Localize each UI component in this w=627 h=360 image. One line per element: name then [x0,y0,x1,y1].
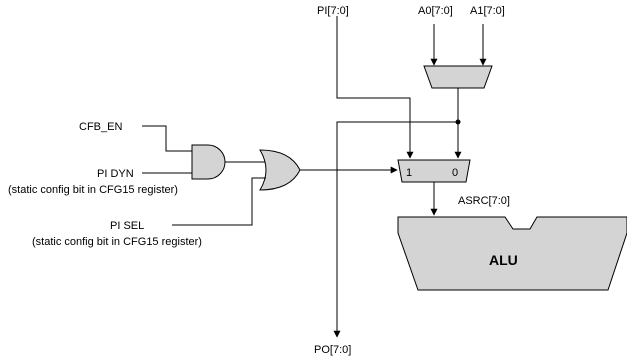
alu-block [397,216,627,291]
pi-input-wire [336,16,414,159]
or-gate [259,149,301,191]
pi-sel-note: (static config bit in CFG15 register) [32,236,202,248]
po-branch-wire [333,121,458,338]
pi-dyn-label: PI DYN [97,168,134,180]
a0-label: A0[7:0] [418,5,453,17]
pi-sel-label: PI SEL [110,220,144,232]
and-gate [191,144,226,180]
mux-input-0-label: 0 [452,167,458,179]
pi-select-mux [397,159,471,183]
mux-input-1-label: 1 [406,167,412,179]
cfb-en-wire [142,125,192,152]
alu-label: ALU [489,252,518,268]
cfb-en-label: CFB_EN [79,121,122,133]
po-label: PO[7:0] [314,344,351,356]
pi-dyn-note: (static config bit in CFG15 register) [8,184,178,196]
asrc-label: ASRC[7:0] [458,195,510,207]
pi-sel-wire [172,177,266,226]
pi-top-label: PI[7:0] [317,5,349,17]
a1-label: A1[7:0] [470,5,505,17]
a0-a1-mux [423,65,493,89]
